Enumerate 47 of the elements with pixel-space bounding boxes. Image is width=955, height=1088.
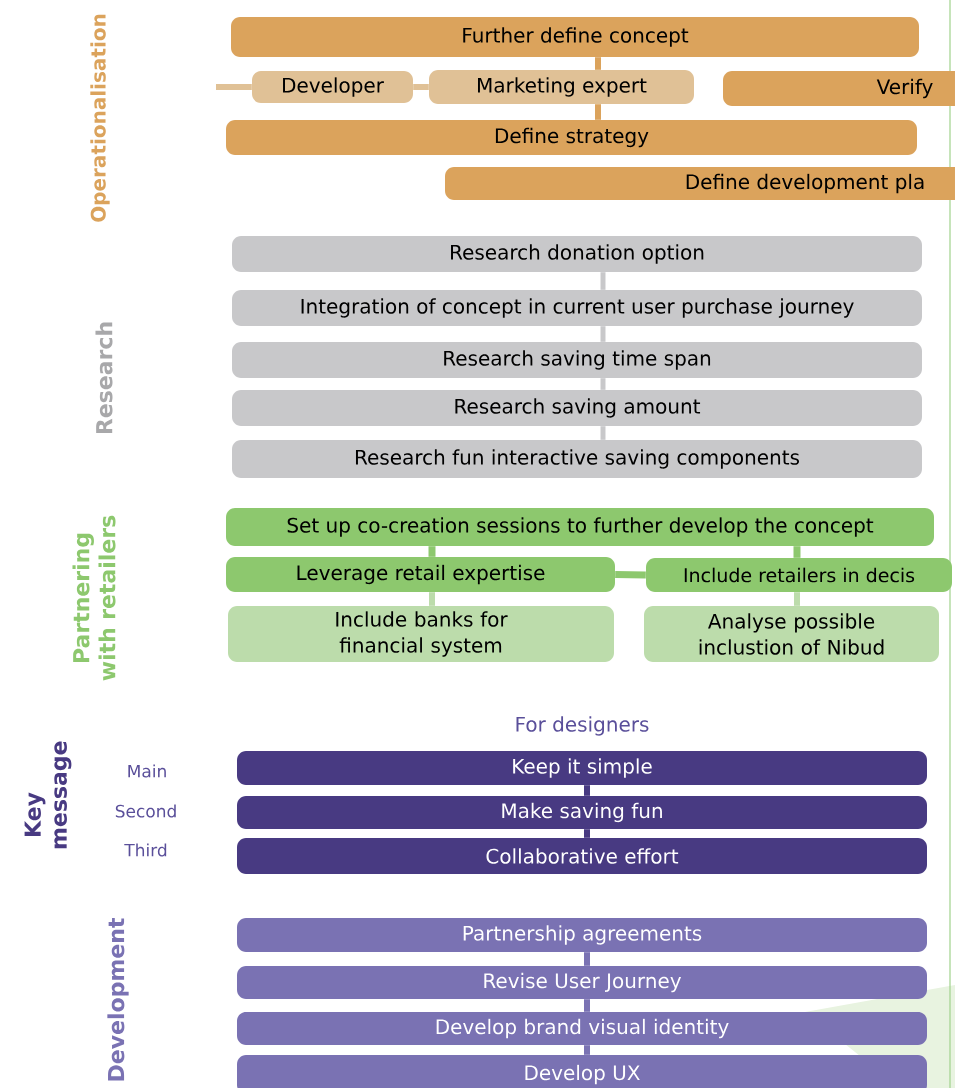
process-box: Include banks for financial system	[228, 606, 614, 662]
section-label: Research	[95, 322, 113, 434]
connector-line	[584, 829, 590, 838]
connector-line	[600, 272, 606, 290]
connector-line	[584, 1045, 590, 1055]
process-box: Set up co-creation sessions to further develop the concept	[226, 508, 934, 546]
process-box: Develop brand visual identity	[237, 1012, 927, 1045]
process-box: Research saving time span	[232, 342, 922, 378]
connector-line	[584, 999, 590, 1012]
process-box: Integration of concept in current user purchase journey	[232, 290, 922, 326]
connector-line	[595, 104, 601, 120]
process-box: Collaborative effort	[237, 838, 927, 874]
process-box: Research fun interactive saving components	[232, 440, 922, 478]
connector-line	[600, 426, 606, 440]
process-box: Research donation option	[232, 236, 922, 272]
connector-line	[584, 952, 590, 966]
row-label: Second	[115, 804, 176, 818]
connector-line	[216, 84, 252, 90]
section-label: Development	[107, 918, 129, 1081]
process-box: Further define concept	[231, 17, 919, 57]
row-label: For designers	[516, 716, 649, 736]
connector-line	[600, 326, 606, 342]
connector-line	[413, 84, 429, 90]
process-box: Develop UX	[237, 1055, 927, 1088]
process-box: Define development pla	[445, 167, 955, 200]
section-label: Operationalisation	[90, 14, 110, 222]
process-box: Verify	[723, 71, 955, 106]
process-box: Keep it simple	[237, 751, 927, 785]
connector-line	[600, 378, 606, 390]
connector-line	[794, 592, 800, 606]
connector-line	[584, 785, 590, 796]
process-box: Revise User Journey	[237, 966, 927, 999]
connector-line	[429, 592, 435, 606]
connector-line	[595, 57, 601, 70]
process-box: Partnership agreements	[237, 918, 927, 952]
section-label: Partnering with retailers	[72, 515, 116, 681]
process-box: Analyse possible inclustion of Nibud	[644, 606, 939, 662]
process-box: Marketing expert	[429, 70, 694, 104]
process-box: Include retailers in decis	[646, 558, 952, 592]
row-label: Third	[124, 843, 167, 857]
process-box: Define strategy	[226, 120, 917, 155]
process-box: Leverage retail expertise	[226, 557, 615, 592]
process-box: Make saving fun	[237, 796, 927, 829]
section-label: Key message	[24, 741, 72, 849]
process-box: Research saving amount	[232, 390, 922, 426]
row-label: Main	[128, 764, 166, 778]
process-box: Developer	[252, 71, 413, 103]
